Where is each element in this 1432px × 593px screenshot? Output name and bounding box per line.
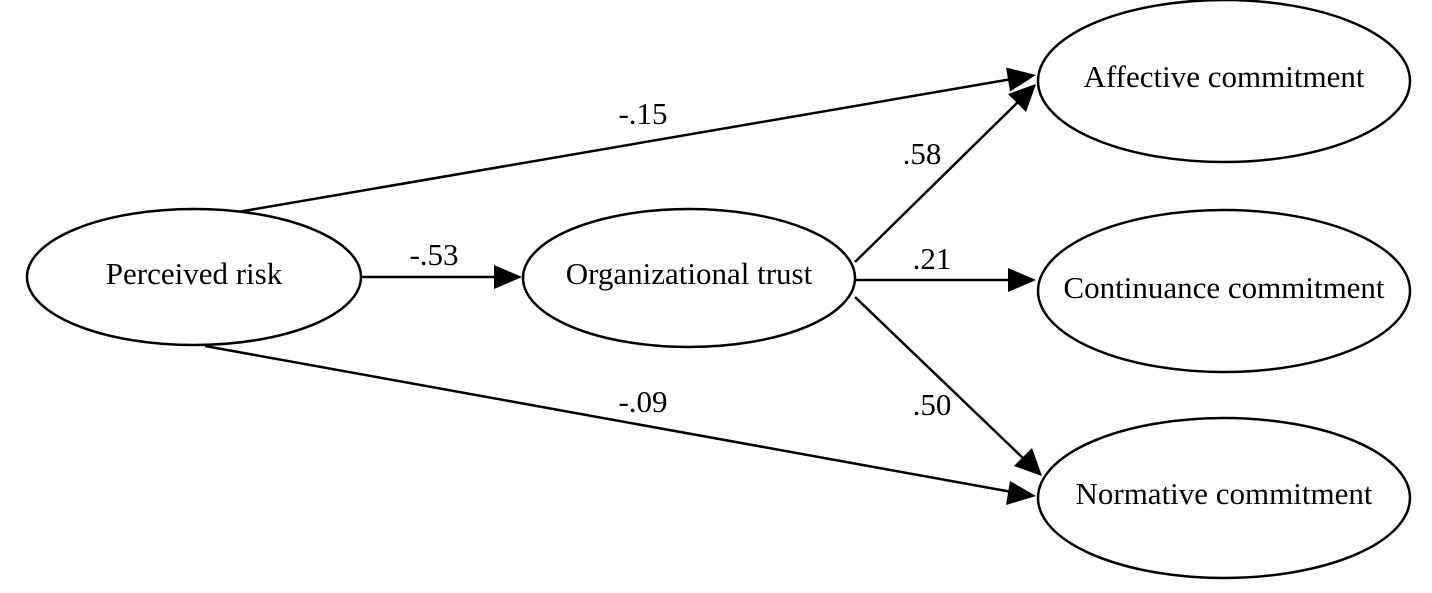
nodes: Perceived risk Organizational trust Affe… (25, 0, 1412, 580)
coefficient-trust-to-affective: .58 (903, 136, 942, 171)
node-affective-commitment: Affective commitment (1036, 0, 1412, 164)
arrowhead-trust-to-continuance (1008, 268, 1036, 292)
arrowhead-risk-to-affective (1006, 67, 1036, 92)
label-continuance-commitment: Continuance commitment (1063, 270, 1385, 305)
arrowhead-trust-to-affective (1008, 84, 1036, 112)
label-organizational-trust: Organizational trust (566, 256, 813, 291)
arrowhead-risk-to-trust (494, 265, 522, 289)
edges (204, 67, 1042, 505)
node-organizational-trust: Organizational trust (521, 207, 857, 349)
arrowhead-trust-to-normative (1014, 448, 1042, 476)
label-affective-commitment: Affective commitment (1084, 59, 1365, 94)
ellipse-continuance-commitment (1036, 208, 1412, 374)
coefficient-trust-to-continuance: .21 (913, 241, 952, 276)
ellipse-affective-commitment (1036, 0, 1412, 164)
label-perceived-risk: Perceived risk (106, 256, 283, 291)
edge-trust-to-affective (854, 99, 1021, 263)
edge-risk-to-affective (237, 77, 1013, 214)
edge-trust-to-normative (854, 296, 1026, 461)
label-normative-commitment: Normative commitment (1075, 476, 1372, 511)
coefficient-risk-to-affective: -.15 (618, 96, 667, 131)
ellipse-normative-commitment (1036, 416, 1412, 580)
edge-risk-to-normative (204, 344, 1013, 494)
ellipse-perceived-risk (25, 207, 363, 347)
coefficient-trust-to-normative: .50 (913, 387, 952, 422)
coefficient-risk-to-trust: -.53 (409, 237, 458, 272)
coefficient-risk-to-normative: -.09 (618, 384, 667, 419)
edge-labels: -.53 -.15 -.09 .58 .21 .50 (409, 96, 951, 422)
node-normative-commitment: Normative commitment (1036, 416, 1412, 580)
arrowhead-risk-to-normative (1006, 481, 1036, 505)
ellipse-organizational-trust (521, 207, 857, 349)
node-perceived-risk: Perceived risk (25, 207, 363, 347)
node-continuance-commitment: Continuance commitment (1036, 208, 1412, 374)
